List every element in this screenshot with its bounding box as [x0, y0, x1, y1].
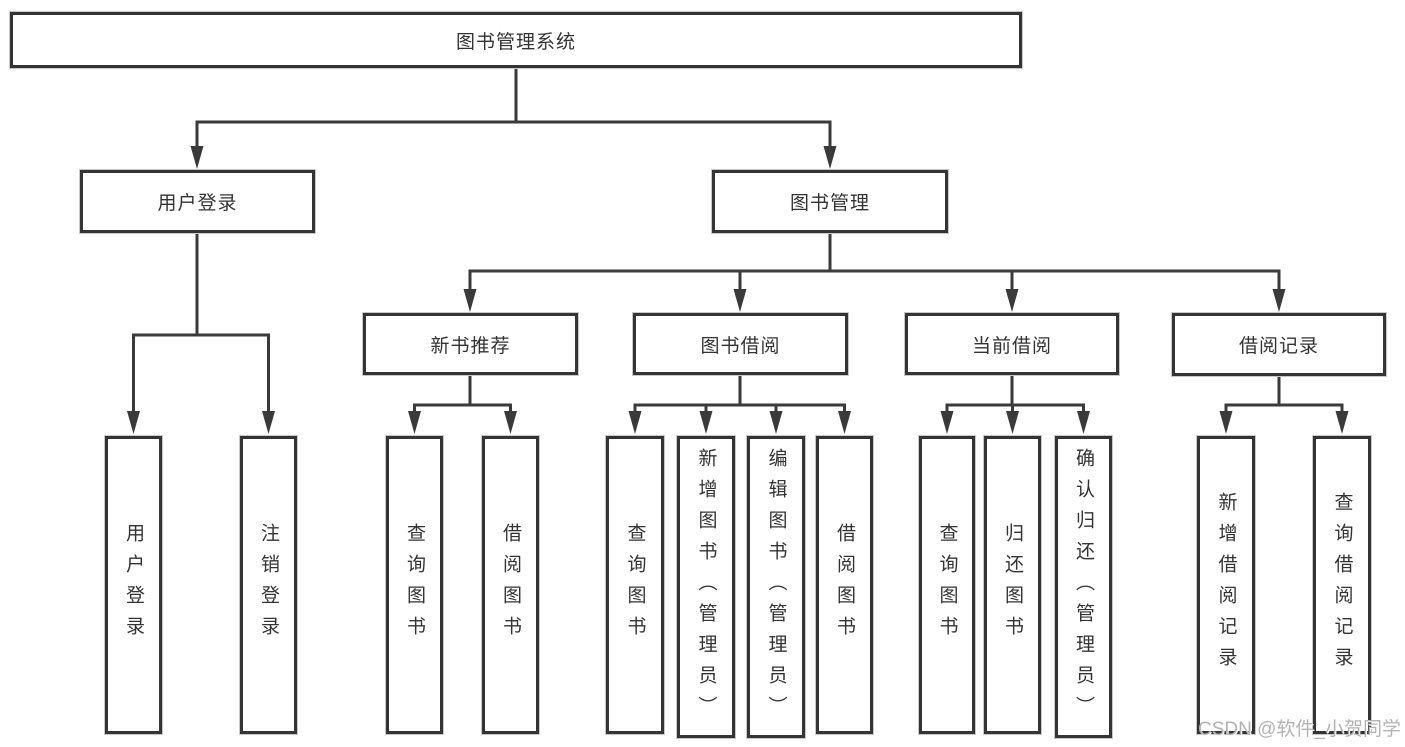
node-current-borrow: 当前借阅	[905, 313, 1119, 375]
node-label: 编辑图书（管理员）	[765, 447, 787, 727]
leaf-query-books-3: 查询图书	[919, 436, 975, 734]
node-label: 新增图书（管理员）	[695, 447, 717, 727]
node-label: 注销登录	[258, 523, 279, 647]
leaf-add-borrow-record: 新增借阅记录	[1197, 436, 1255, 734]
node-book-management: 图书管理	[712, 170, 948, 233]
node-label: 借阅图书	[834, 523, 855, 647]
leaf-return-books: 归还图书	[984, 436, 1041, 734]
node-library-management-system: 图书管理系统	[10, 12, 1022, 68]
leaf-query-books-2: 查询图书	[606, 436, 664, 734]
leaf-query-borrow-record: 查询借阅记录	[1313, 436, 1371, 734]
node-label: 用户登录	[123, 523, 144, 647]
leaf-confirm-return-admin: 确认归还（管理员）	[1055, 436, 1112, 738]
node-book-borrow: 图书借阅	[633, 313, 848, 375]
node-new-book-recommend: 新书推荐	[363, 313, 578, 375]
node-label: 新增借阅记录	[1215, 492, 1237, 678]
leaf-add-book-admin: 新增图书（管理员）	[677, 436, 735, 738]
node-label: 图书管理	[789, 193, 870, 214]
node-user-login: 用户登录	[80, 170, 315, 233]
leaf-logout: 注销登录	[240, 436, 297, 734]
leaf-query-books-1: 查询图书	[386, 436, 443, 734]
watermark-text: CSDN @软件_小贺同学	[1198, 719, 1401, 740]
leaf-borrow-books-1: 借阅图书	[482, 436, 539, 734]
node-label: 当前借阅	[971, 335, 1052, 357]
node-borrow-records: 借阅记录	[1172, 313, 1386, 376]
node-label: 新书推荐	[430, 335, 511, 357]
node-label: 借阅图书	[500, 523, 521, 647]
leaf-edit-book-admin: 编辑图书（管理员）	[747, 436, 805, 738]
node-label: 查询图书	[624, 523, 646, 647]
node-label: 查询借阅记录	[1331, 492, 1353, 678]
node-label: 归还图书	[1002, 523, 1023, 647]
node-label: 借阅记录	[1238, 336, 1319, 357]
leaf-borrow-books-2: 借阅图书	[816, 436, 873, 734]
node-label: 图书管理系统	[455, 31, 576, 53]
leaf-user-login: 用户登录	[105, 436, 162, 734]
node-label: 图书借阅	[700, 335, 781, 357]
node-label: 查询图书	[404, 523, 425, 647]
node-label: 用户登录	[157, 193, 238, 214]
node-label: 查询图书	[936, 523, 958, 647]
node-label: 确认归还（管理员）	[1073, 447, 1094, 727]
